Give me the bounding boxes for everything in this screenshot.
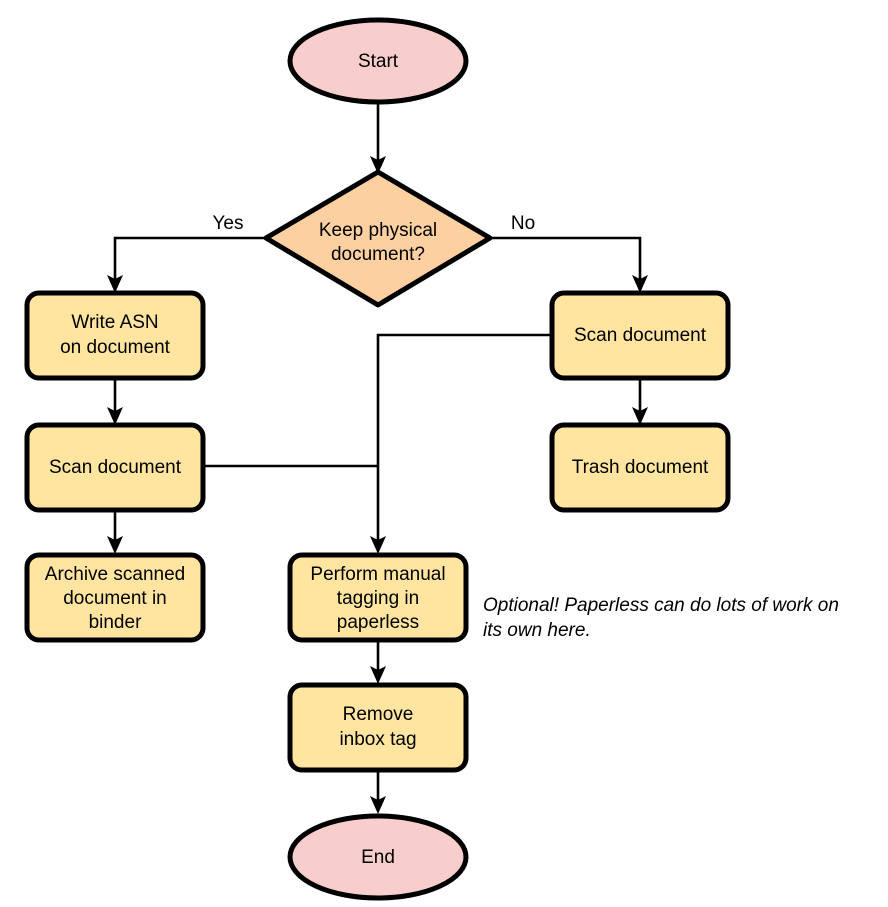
optional-note-line1: Optional! Paperless can do lots of work … (483, 595, 839, 616)
tagging-label-line3: paperless (337, 612, 419, 633)
edge-scan-right-to-trash (632, 378, 648, 425)
node-archive-scanned-document[interactable]: Archive scanned document in binder (24, 552, 206, 643)
archive-label-line1: Archive scanned (45, 564, 185, 585)
node-start[interactable]: Start (287, 17, 469, 105)
edge-decision-yes-to-write-asn (107, 236, 264, 293)
node-trash-document[interactable]: Trash document (549, 422, 731, 513)
edge-write-asn-to-scan-left (107, 378, 123, 425)
start-label: Start (358, 51, 399, 72)
trash-label: Trash document (572, 457, 709, 478)
edge-label-yes: Yes (213, 213, 244, 234)
remove-tag-box-shape (287, 682, 469, 773)
write-asn-label-line1: Write ASN (71, 312, 158, 333)
end-ellipse-shape (287, 813, 469, 901)
node-decision-keep-physical-document[interactable]: Keep physical document? (263, 169, 493, 308)
write-asn-box-shape (24, 290, 206, 381)
archive-box-shape (24, 552, 206, 643)
scan-left-box-shape (24, 422, 206, 513)
node-end[interactable]: End (287, 813, 469, 901)
archive-label-line2: document in (63, 588, 167, 609)
scan-right-box-shape (549, 290, 731, 381)
edge-label-no: No (511, 213, 535, 234)
annotation-optional-note: Optional! Paperless can do lots of work … (483, 595, 839, 641)
write-asn-label-line2: on document (60, 337, 171, 358)
decision-label-line1: Keep physical (319, 220, 437, 241)
edge-scan-right-to-tagging (370, 333, 552, 554)
decision-diamond-shape (263, 169, 493, 308)
node-scan-document-right[interactable]: Scan document (549, 290, 731, 381)
remove-tag-label-line1: Remove (343, 704, 414, 725)
tagging-label-line2: tagging in (337, 588, 419, 609)
edge-scan-left-to-archive (107, 510, 123, 554)
scan-left-label: Scan document (49, 457, 182, 478)
scan-right-label: Scan document (574, 325, 707, 346)
end-label: End (361, 847, 395, 868)
tagging-label-line1: Perform manual (310, 564, 445, 585)
node-remove-inbox-tag[interactable]: Remove inbox tag (287, 682, 469, 773)
edge-decision-no-to-scan-right (492, 236, 648, 293)
remove-tag-label-line2: inbox tag (339, 729, 416, 750)
edge-remove-tag-to-end (370, 770, 386, 814)
start-ellipse-shape (287, 17, 469, 105)
trash-box-shape (549, 422, 731, 513)
edge-start-to-decision (370, 101, 386, 174)
decision-label-line2: document? (331, 244, 425, 265)
node-perform-manual-tagging[interactable]: Perform manual tagging in paperless (287, 552, 469, 643)
node-write-asn-on-document[interactable]: Write ASN on document (24, 290, 206, 381)
archive-label-line3: binder (89, 612, 142, 633)
node-scan-document-left[interactable]: Scan document (24, 422, 206, 513)
tagging-box-shape (287, 552, 469, 643)
optional-note-line2: its own here. (483, 620, 591, 641)
edge-tagging-to-remove-tag (370, 640, 386, 684)
